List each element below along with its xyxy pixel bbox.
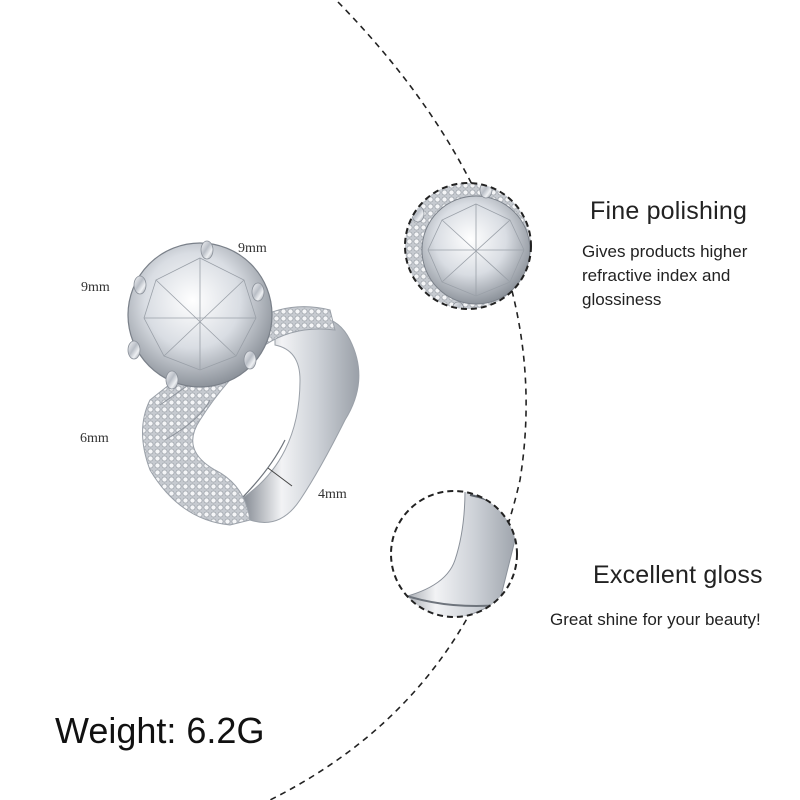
- weight-label: Weight: 6.2G: [55, 710, 265, 751]
- dimension-side-height: 9mm: [81, 280, 110, 295]
- stone-closeup-image: [404, 182, 532, 310]
- description-line: Great shine for your beauty!: [550, 610, 761, 629]
- description-line: refractive index and: [582, 266, 731, 285]
- dimension-band-width: 6mm: [80, 431, 109, 446]
- band-closeup-image: [390, 490, 518, 618]
- dimension-top-width: 9mm: [238, 241, 267, 256]
- feature-title-excellent-gloss: Excellent gloss: [593, 561, 763, 589]
- dimension-band-thickness: 4mm: [318, 487, 347, 502]
- ring-illustration: [127, 240, 360, 526]
- dashed-arc: [269, 1, 527, 800]
- feature-description-excellent-gloss: Great shine for your beauty!: [550, 608, 795, 632]
- feature-description-fine-polishing: Gives products higher refractive index a…: [582, 240, 792, 312]
- description-line: glossiness: [582, 290, 662, 309]
- feature-title-fine-polishing: Fine polishing: [590, 197, 748, 225]
- description-line: Gives products higher: [582, 242, 748, 261]
